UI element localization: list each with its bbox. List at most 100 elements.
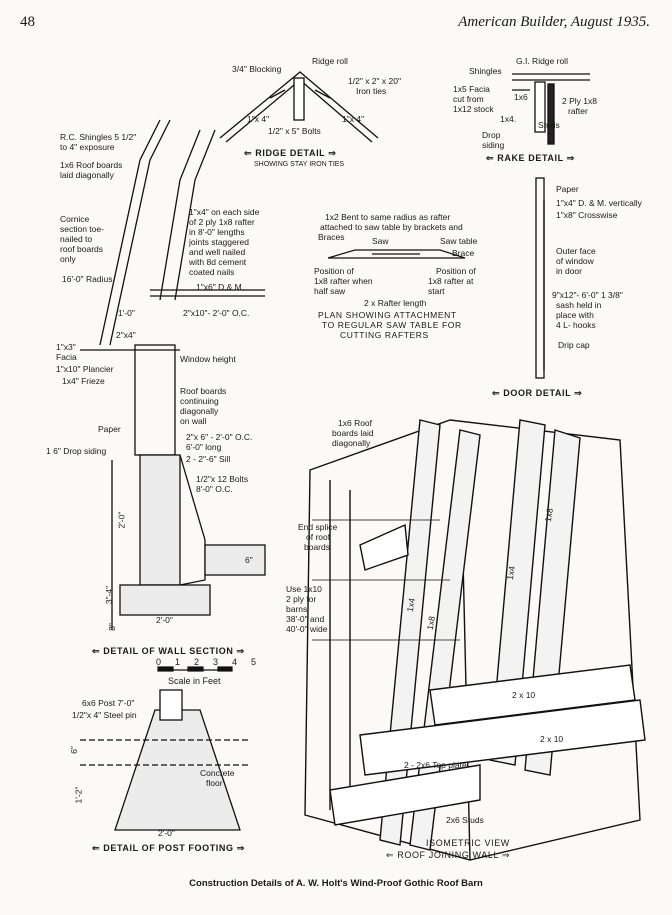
saw-plan-title-2: TO REGULAR SAW TABLE FOR [322, 320, 462, 330]
label-rafter-note-1: 1"x4" on each side [189, 207, 260, 217]
label-laid-diagonally: laid diagonally [60, 170, 114, 180]
label-dim-2-0-horiz: 2'-0" [156, 615, 173, 625]
label-sill: 2 - 2"-6" Sill [186, 454, 231, 464]
label-studs-2: 6'-0" long [186, 442, 222, 452]
label-frieze: 1x4" Frieze [62, 376, 105, 386]
label-exposure: to 4" exposure [60, 142, 115, 152]
label-cornice-4: roof boards [60, 244, 103, 254]
label-1x6-dm: 1"x6" D.& M. [196, 282, 245, 292]
label-sash-2: sash held in [556, 300, 602, 310]
label-gi-ridge-roll: G.I. Ridge roll [516, 56, 568, 66]
label-roof-boards: 1x6 Roof boards [60, 160, 123, 170]
isometric-roof-drawing [304, 419, 646, 861]
label-window-height: Window height [180, 354, 236, 364]
label-brace: Brace [452, 248, 475, 258]
label-position-3: half saw [314, 286, 346, 296]
magazine-title: American Builder, August 1935. [458, 14, 650, 30]
label-concrete: Concrete [200, 768, 235, 778]
label-roof-boards-cont-4: on wall [180, 416, 207, 426]
label-sash-4: 4 L- hooks [556, 320, 596, 330]
label-floor: floor [206, 778, 223, 788]
label-drip-cap: Drip cap [558, 340, 590, 350]
ridge-detail-title: ⇐ RIDGE DETAIL ⇒ [244, 148, 337, 158]
label-rafter-length: 2 x Rafter length [364, 298, 427, 308]
label-position-r1: Position of [436, 266, 476, 276]
label-outer-face-2: of window [556, 256, 594, 266]
label-facia-3: 1x12 stock [453, 104, 494, 114]
wall-section-drawing [80, 119, 266, 630]
rake-detail-title: ⇐ RAKE DETAIL ⇒ [486, 153, 575, 163]
label-ridge-roll: Ridge roll [312, 56, 348, 66]
label-iron-ties: 1/2" x 2" x 20" [348, 76, 401, 86]
label-drop-siding: 1 6" Drop siding [46, 446, 107, 456]
label-bent-1: 1x2 Bent to same radius as rafter [325, 212, 451, 222]
label-dim-6: 6" [245, 555, 253, 565]
label-2ply: 2 Ply 1x8 [562, 96, 597, 106]
label-cornice-3: nailed to [60, 234, 93, 244]
scale-numbers: 012345 [156, 657, 271, 667]
label-sash-3: place with [556, 310, 594, 320]
label-blocking: 3/4" Blocking [232, 64, 282, 74]
page-number: 48 [20, 14, 35, 30]
post-footing-drawing [80, 689, 250, 831]
label-iso-roof-2: boards laid [332, 428, 374, 438]
label-rafter-note-6: with 8d cement [189, 257, 247, 267]
label-saw: Saw [372, 236, 389, 246]
label-cornice-2: section toe- [60, 224, 104, 234]
label-sash-1: 9"x12"- 6'-0" 1 3/8" [552, 290, 623, 300]
label-iso-roof-1: 1x6 Roof [338, 418, 373, 428]
label-1-0: 1'-0" [118, 308, 135, 318]
label-use-1: Use 1x10 [286, 584, 322, 594]
label-dim-8: 8" [106, 623, 117, 631]
label-post-1-2: 1'-2" [73, 786, 84, 804]
label-siding: siding [482, 140, 505, 150]
label-1x3: 1"x3" [56, 342, 76, 352]
label-cornice-5: only [60, 254, 76, 264]
label-rafter-note-7: coated nails [189, 267, 235, 277]
label-outer-face-1: Outer face [556, 246, 596, 256]
label-position-r2: 1x8 rafter at [428, 276, 474, 286]
label-studs: Studs [538, 120, 560, 130]
label-bolts-2: 8'-0" O.C. [196, 484, 233, 494]
label-1x4-dm: 1"x4" D. & M. vertically [556, 198, 642, 208]
rake-detail-drawing [512, 73, 590, 145]
wall-section-title: ⇐ DETAIL OF WALL SECTION ⇒ [92, 646, 245, 656]
label-2x10-upper: 2 x 10 [512, 690, 536, 700]
label-shingles: Shingles [469, 66, 502, 76]
label-post: 6x6 Post 7'-0" [82, 698, 135, 708]
label-position-2: 1x8 rafter when [314, 276, 373, 286]
label-studs-1: 2"x 6" - 2'-0" O.C. [186, 432, 253, 442]
ridge-detail-subtitle: SHOWING STAY IRON TIES [254, 161, 345, 168]
label-door-paper: Paper [556, 184, 579, 194]
label-2x10-lower: 2 x 10 [540, 734, 564, 744]
label-position-r3: start [428, 286, 445, 296]
label-rafter-note-3: in 8'-0" lengths [189, 227, 245, 237]
saw-plan-title-3: CUTTING RAFTERS [340, 330, 429, 340]
label-1x4-left: 1"x 4" [247, 114, 270, 124]
label-end-splice-3: boards [304, 542, 330, 552]
scale-bar [157, 666, 233, 672]
label-1x6: 1x6 [514, 92, 528, 102]
label-radius: 16'-0" Radius [62, 274, 113, 284]
label-2x6-studs: 2x6 Studs [446, 815, 484, 825]
label-post-6: 6" [68, 746, 79, 754]
label-top-plate: 2 - 2x6 Top plate [404, 760, 467, 770]
label-saw-table: Saw table [440, 236, 478, 246]
iso-title-2: ⇐ ROOF JOINING WALL ⇒ [386, 850, 511, 860]
label-bolts-1: 1/2"x 12 Bolts [196, 474, 249, 484]
label-paper: Paper [98, 424, 121, 434]
label-bolts: 1/2" x 5" Bolts [268, 126, 321, 136]
label-1x4-right: 1"x 4" [342, 114, 365, 124]
label-cornice-1: Cornice [60, 214, 90, 224]
label-braces: Braces [318, 232, 345, 242]
label-use-2: 2 ply for [286, 594, 317, 604]
label-end-splice-2: of roof [306, 532, 331, 542]
label-rafter-note-2: of 2 ply 1x8 rafter [189, 217, 255, 227]
label-dim-2-0: 2'-0" [116, 511, 127, 529]
label-iso-roof-3: diagonally [332, 438, 371, 448]
label-use-4: 38'-0" and [286, 614, 325, 624]
label-1x4: 1x4. [500, 114, 517, 124]
label-2x10: 2"x10"- 2'-0" O.C. [183, 308, 250, 318]
label-bent-2: attached to saw table by brackets and [320, 222, 463, 232]
